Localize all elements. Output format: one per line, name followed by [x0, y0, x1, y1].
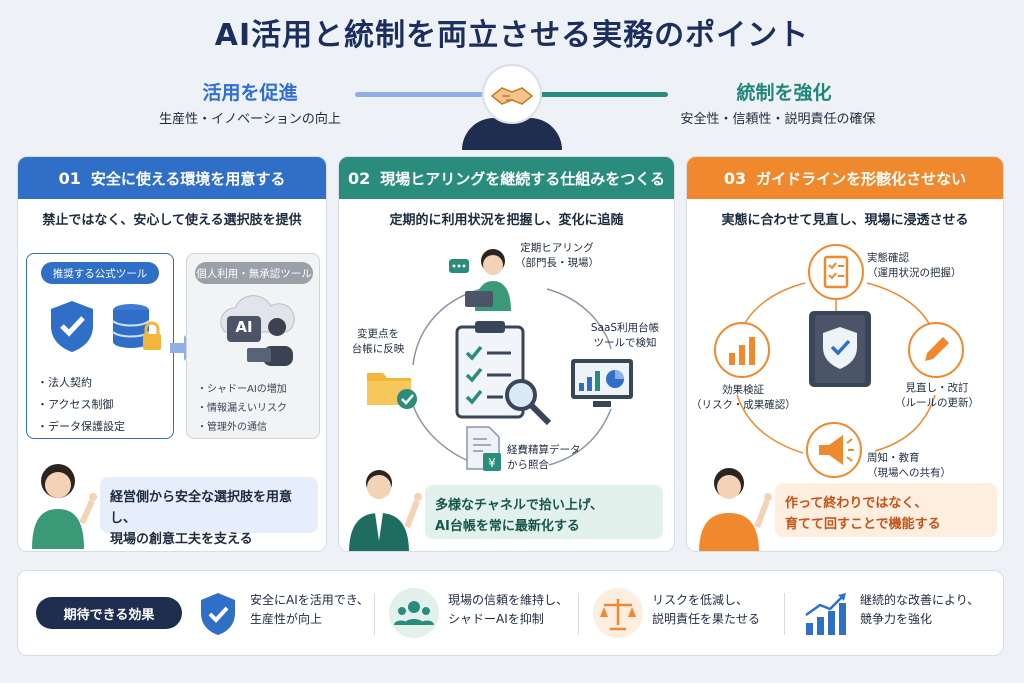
- panel-1-header: 01 安全に使える環境を用意する: [18, 157, 326, 199]
- ai-label: AI: [235, 318, 253, 336]
- official-tools-box: 推奨する公式ツール 法人契約 アクセス制御 データ保護設定: [26, 253, 174, 439]
- growth-chart-icon: [802, 591, 850, 637]
- unapproved-tools-label: 個人利用・無承認ツール: [195, 262, 313, 284]
- effect-3: リスクを低減し、 説明責任を果たせる: [652, 593, 761, 626]
- folder-check-icon: [365, 365, 421, 411]
- megaphone-icon: [805, 421, 863, 479]
- list-item: シャドーAIの増加: [197, 380, 287, 399]
- divider: [374, 593, 375, 635]
- list-item: 情報漏えいリスク: [197, 399, 287, 418]
- shield-check-icon: [198, 591, 238, 637]
- checklist-icon: [807, 243, 865, 301]
- expected-effects-label: 期待できる効果: [36, 597, 182, 629]
- page-title: AI活用と統制を両立させる実務のポイント: [214, 18, 810, 53]
- panel-guideline: 03 ガイドラインを形骸化させない 実態に合わせて見直し、現場に浸透させる 実態…: [686, 156, 1004, 552]
- control-bar: [540, 92, 668, 97]
- handshake-icon: [482, 64, 542, 124]
- svg-text:¥: ¥: [488, 456, 496, 470]
- official-tools-list: 法人契約 アクセス制御 データ保護設定: [37, 372, 125, 438]
- panel-1-callout: 経営側から安全な選択肢を用意し、 現場の創意工夫を支える: [100, 477, 318, 547]
- official-tools-label: 推奨する公式ツール: [41, 262, 159, 284]
- reflect-label: 変更点を 台帳に反映: [351, 328, 405, 355]
- promote-subtitle: 生産性・イノベーションの向上: [159, 112, 341, 127]
- effect-4: 継続的な改善により、 競争力を強化: [860, 593, 980, 626]
- check-label: 実態確認 （運用状況の把握）: [867, 252, 962, 279]
- database-lock-icon: [109, 300, 165, 356]
- shield-icon: [47, 298, 97, 354]
- panel-3-subtitle: 実態に合わせて見直し、現場に浸透させる: [721, 213, 969, 228]
- monitor-chart-icon: [569, 357, 635, 409]
- panel-field-hearing: 02 現場ヒアリングを継続する仕組みをつくる 定期的に利用状況を把握し、変化に追…: [338, 156, 675, 552]
- panel-2-header: 02 現場ヒアリングを継続する仕組みをつくる: [339, 157, 674, 199]
- list-item: 管理外の通信: [197, 418, 287, 437]
- list-item: データ保護設定: [37, 416, 125, 438]
- expense-label: 経費精算データ から照合: [507, 444, 581, 471]
- promote-heading: 活用を促進: [202, 82, 298, 104]
- expected-effects-bar: 期待できる効果 安全にAIを活用でき、 生産性が向上 現場の信頼を維持し、 シャ…: [17, 570, 1004, 656]
- list-item: 法人契約: [37, 372, 125, 394]
- cloud-ai-icon: [205, 292, 305, 366]
- panel-2-subtitle: 定期的に利用状況を把握し、変化に追随: [389, 213, 624, 228]
- panel-safe-environment: 01 安全に使える環境を用意する 禁止ではなく、安心して使える選択肢を提供 推奨…: [17, 156, 327, 552]
- bar-chart-icon: [713, 321, 771, 379]
- promote-bar: [355, 92, 483, 97]
- unapproved-tools-box: 個人利用・無承認ツール AI シャドーAIの増加 情報漏えいリスク 管理外の通信: [186, 253, 320, 439]
- verify-label: 効果検証 （リスク・成果確認）: [691, 384, 796, 411]
- divider: [578, 593, 579, 635]
- interview-person-icon: [447, 241, 519, 311]
- list-item: アクセス制御: [37, 394, 125, 416]
- effect-1: 安全にAIを活用でき、 生産性が向上: [250, 593, 369, 626]
- panel-2-callout: 多様なチャネルで拾い上げ、 AI台帳を常に最新化する: [425, 485, 663, 539]
- checklist-magnifier-icon: [451, 321, 555, 429]
- divider: [784, 593, 785, 635]
- panel-1-subtitle: 禁止ではなく、安心して使える選択肢を提供: [42, 213, 302, 228]
- expense-document-icon: ¥: [463, 425, 505, 473]
- unapproved-tools-list: シャドーAIの増加 情報漏えいリスク 管理外の通信: [197, 380, 287, 437]
- control-subtitle: 安全性・信頼性・説明責任の確保: [680, 112, 876, 127]
- saas-label: SaaS利用台帳 ツールで検知: [590, 322, 660, 349]
- panel-3-number: 03: [723, 168, 747, 188]
- woman-pointing-icon: [26, 453, 102, 549]
- panel-3-header: 03 ガイドラインを形骸化させない: [687, 157, 1003, 199]
- panel-1-number: 01: [58, 168, 81, 188]
- hearing-label: 定期ヒアリング （部門長・現場）: [515, 242, 599, 269]
- review-label: 見直し・改訂 （ルールの更新）: [895, 382, 979, 409]
- panel-3-title: ガイドラインを形骸化させない: [756, 169, 967, 188]
- panel-3-callout: 作って終わりではなく、 育てて回すことで機能する: [775, 483, 997, 537]
- educate-label: 周知・教育 （現場への共有）: [867, 452, 951, 479]
- guideline-book-icon: [805, 307, 875, 391]
- woman-orange-pointing-icon: [695, 461, 775, 551]
- panel-2-number: 02: [348, 168, 371, 188]
- team-icon: [388, 587, 440, 639]
- panel-2-title: 現場ヒアリングを継続する仕組みをつくる: [380, 169, 665, 188]
- scale-icon: [592, 587, 644, 639]
- man-pointing-icon: [345, 461, 425, 551]
- control-heading: 統制を強化: [736, 82, 832, 104]
- effect-2: 現場の信頼を維持し、 シャドーAIを抑制: [448, 593, 569, 626]
- pencil-icon: [907, 321, 965, 379]
- panel-1-title: 安全に使える環境を用意する: [90, 169, 286, 188]
